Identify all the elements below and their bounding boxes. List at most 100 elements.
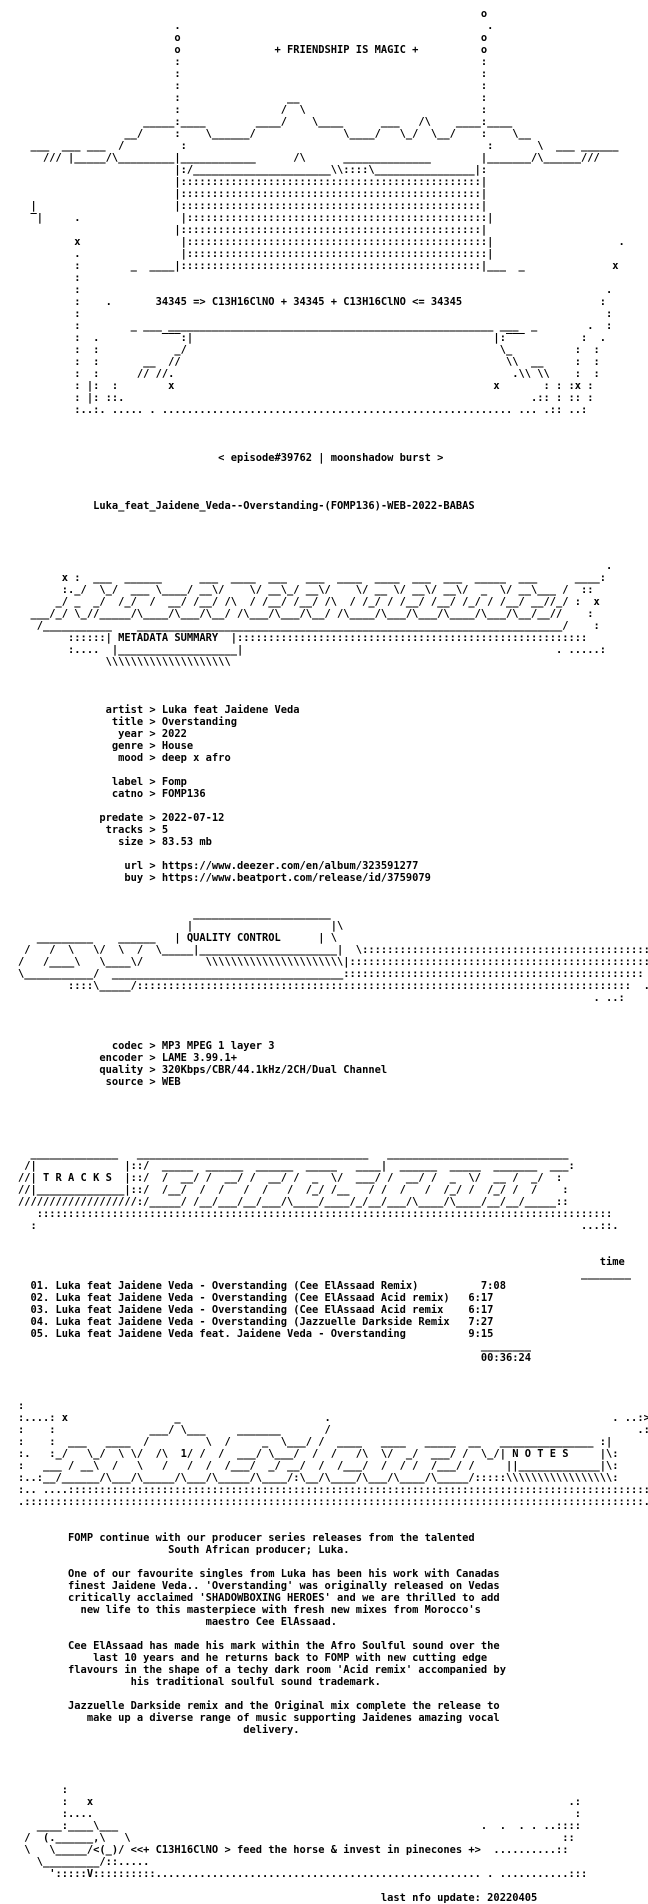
nfo-line — [18, 1628, 648, 1640]
nfo-line: /___________ ___________________________… — [18, 620, 600, 632]
nfo-line: : _ ____|:::::::::::::::::::::::::::::::… — [18, 260, 619, 272]
nfo-line: catno > FOMP136 — [18, 788, 206, 800]
nfo-line: codec > MP3 MPEG 1 layer 3 — [18, 1040, 275, 1052]
nfo-line: |:::::::::::::::::::::::::::::::::::::::… — [18, 224, 488, 236]
nfo-line: delivery. — [18, 1724, 300, 1736]
nfo-line: ________ — [18, 1340, 531, 1352]
nfo-line: | |:::::::::::::::::::::::::::::::::::::… — [18, 200, 488, 212]
nfo-line: : : __ // \\ __ : : — [18, 356, 600, 368]
nfo-line: url > https://www.deezer.com/en/album/32… — [18, 860, 419, 872]
nfo-line: o + FRIENDSHIP IS MAGIC + o — [18, 44, 488, 56]
nfo-line: \___________/ __________________________… — [18, 968, 644, 980]
nfo-line: : : _/ \_ : : — [18, 344, 600, 356]
nfo-line: year > 2022 — [18, 728, 187, 740]
nfo-line: ____:____\___ . . . . ..:::: — [18, 1820, 582, 1832]
nfo-line: encoder > LAME 3.99.1+ — [18, 1052, 237, 1064]
nfo-line — [18, 1028, 648, 1040]
nfo-line — [18, 1376, 648, 1388]
nfo-line: : ...::. — [18, 1220, 619, 1232]
nfo-line: last 10 years and he returns back to FOM… — [18, 1652, 488, 1664]
nfo-line: : . — [18, 284, 613, 296]
nfo-line: : . 34345 => C13H16ClNO + 34345 + C13H16… — [18, 296, 607, 308]
nfo-line: ::::\_____/:::::::::::::::::::::::::::::… — [18, 980, 648, 992]
nfo-line — [18, 464, 648, 476]
nfo-line: : : ___/ \___ _______ / .: — [18, 1424, 648, 1436]
nfo-line: _/ _ _/ /_/ / __/ /__/ /\ / /__/ /__/ /\… — [18, 596, 600, 608]
nfo-line: : : — [18, 68, 488, 80]
nfo-line — [18, 800, 648, 812]
nfo-line: his traditional soulful sound trademark. — [18, 1676, 381, 1688]
nfo-line: 00:36:24 — [18, 1352, 531, 1364]
nfo-line: :..:__/______/\___/\_____/\___/\_____/\_… — [18, 1472, 619, 1484]
nfo-line: Luka_feat_Jaidene_Veda--Overstanding-(FO… — [18, 500, 475, 512]
nfo-line — [18, 428, 648, 440]
nfo-line: |:::::::::::::::::::::::::::::::::::::::… — [18, 188, 488, 200]
nfo-line: new life to this masterpiece with fresh … — [18, 1604, 481, 1616]
nfo-line: ':::::V::::::::::.......................… — [18, 1868, 588, 1880]
nfo-line: . — [18, 560, 613, 572]
nfo-line — [18, 848, 648, 860]
nfo-line: //| T R A C K S |::/ / __/ / __/ / __/ /… — [18, 1172, 563, 1184]
nfo-line: ::::::| METADATA SUMMARY |::::::::::::::… — [18, 632, 588, 644]
nfo-line: /// |_____/\_________|____________ /\ __… — [18, 152, 600, 164]
nfo-line: : : — [18, 308, 613, 320]
nfo-line — [18, 692, 648, 704]
nfo-line: : : — [18, 80, 488, 92]
nfo-line — [18, 1772, 648, 1784]
nfo-line: / /____\ \____\/ \\\\\\\\\\\\\\\\\\\\\\|… — [18, 956, 648, 968]
nfo-line — [18, 476, 648, 488]
nfo-line: / (.______,\ \ :: — [18, 1832, 575, 1844]
nfo-line — [18, 1736, 648, 1748]
nfo-line: : : // //. .\\ \\ : : — [18, 368, 600, 380]
nfo-line: ______________________ — [18, 908, 331, 920]
nfo-line: //|______________|::/ /__/ / / / / / /_/… — [18, 1184, 569, 1196]
nfo-line — [18, 1688, 648, 1700]
nfo-line: 04. Luka feat Jaidene Veda - Overstandin… — [18, 1316, 494, 1328]
nfo-line: ________ — [18, 1268, 632, 1280]
nfo-line — [18, 1124, 648, 1136]
nfo-line: : : ___ ____ / \ / _ \___/ / ____ ____ _… — [18, 1436, 613, 1448]
nfo-line: : |: : x x : : :x : — [18, 380, 594, 392]
nfo-line: . |:::::::::::::::::::::::::::::::::::::… — [18, 248, 494, 260]
nfo-line: : / \ : — [18, 104, 488, 116]
nfo-line: : — [18, 1784, 69, 1796]
nfo-line: : ___ / __\ / \ / / / /___/ _/ __/ / /__… — [18, 1460, 619, 1472]
nfo-line: o o — [18, 32, 488, 44]
nfo-line: . . — [18, 20, 494, 32]
nfo-line — [18, 1388, 648, 1400]
nfo-line: ___/_/ \_//_____/\____/\___/\__/ /\___/\… — [18, 608, 594, 620]
nfo-line — [18, 1556, 648, 1568]
nfo-line: / / \ \/ \ / \_____|____________________… — [18, 944, 648, 956]
nfo-line: | |\ — [18, 920, 344, 932]
nfo-line — [18, 1088, 648, 1100]
nfo-line — [18, 440, 648, 452]
nfo-line — [18, 884, 648, 896]
nfo-line: : — [18, 1400, 25, 1412]
nfo-line — [18, 512, 648, 524]
nfo-line — [18, 1004, 648, 1016]
nfo-line — [18, 1364, 648, 1376]
nfo-line — [18, 680, 648, 692]
nfo-line — [18, 668, 648, 680]
nfo-line — [18, 1100, 648, 1112]
nfo-line: \ \_____/<(_)/ <<+ C13H16ClNO > feed the… — [18, 1844, 569, 1856]
nfo-line — [18, 1112, 648, 1124]
nfo-line: tracks > 5 — [18, 824, 169, 836]
nfo-line: : |: ::. .:: : :: : — [18, 392, 594, 404]
nfo-line: x : ___ ______ ___ ____ ___ ___ ____ ___… — [18, 572, 607, 584]
nfo-line: :.... |___________________| . .....: — [18, 644, 607, 656]
nfo-line: time — [18, 1256, 625, 1268]
nfo-line: 02. Luka feat Jaidene Veda - Overstandin… — [18, 1292, 494, 1304]
nfo-line: critically acclaimed 'SHADOWBOXING HEROE… — [18, 1592, 500, 1604]
nfo-line: maestro Cee ElAssaad. — [18, 1616, 338, 1628]
nfo-line: flavours in the shape of a techy dark ro… — [18, 1664, 506, 1676]
nfo-line: ___ ___ ___ / : : \ ___ ______ — [18, 140, 619, 152]
nfo-line: :.. ....::::::::::::::::::::::::::::::::… — [18, 1484, 648, 1496]
nfo-line: : x .: — [18, 1796, 582, 1808]
nfo-line: source > WEB — [18, 1076, 181, 1088]
nfo-line: :....: x _ . . ..:> — [18, 1412, 648, 1424]
nfo-line: label > Fomp — [18, 776, 187, 788]
nfo-line: South African producer; Luka. — [18, 1544, 350, 1556]
nfo-line — [18, 1520, 648, 1532]
